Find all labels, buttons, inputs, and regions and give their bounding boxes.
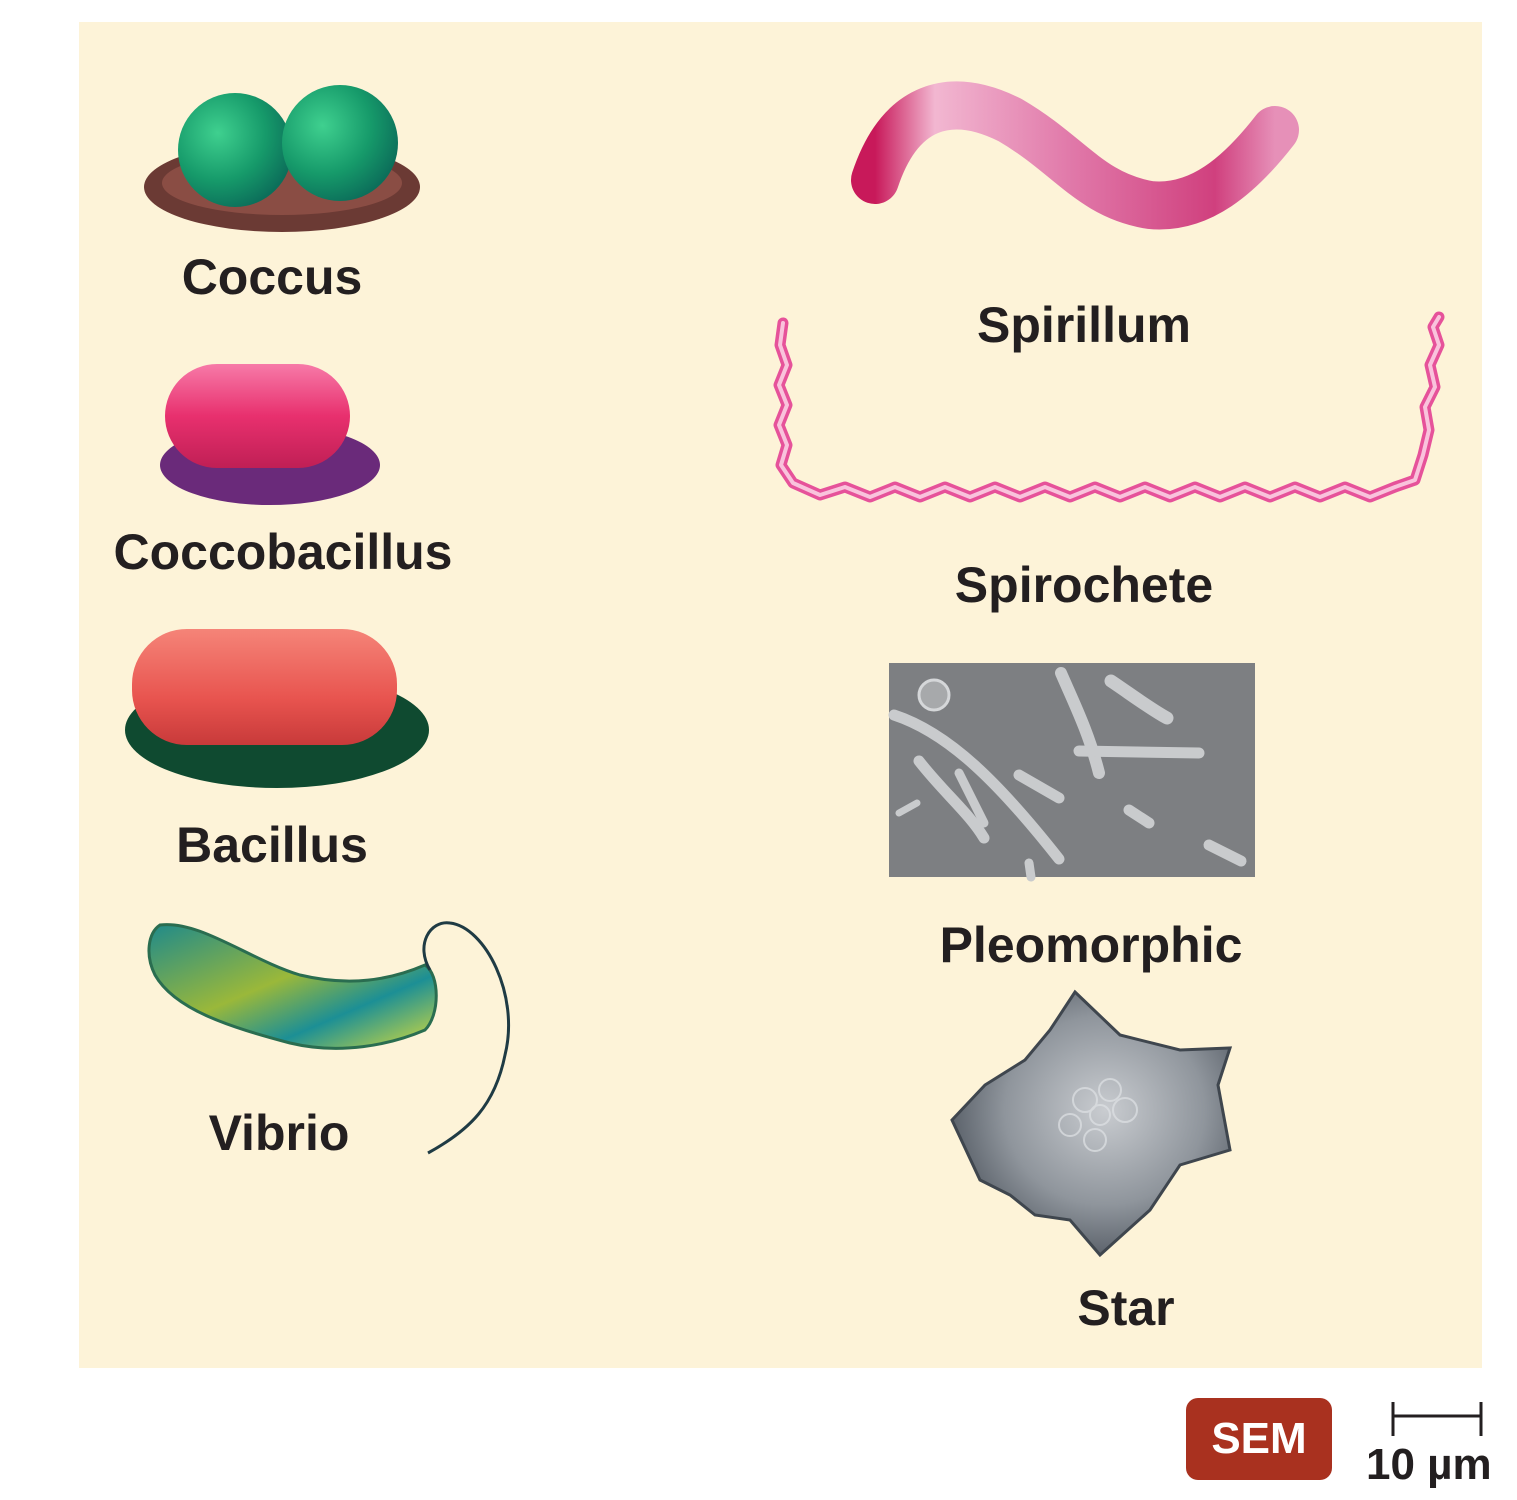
pleomorphic-icon [888,663,1255,882]
vibrio-icon [147,921,511,1155]
coccobacillus-label: Coccobacillus [113,524,453,580]
bacillus-label: Bacillus [176,817,368,873]
spirillum-label: Spirillum [977,297,1191,353]
spirillum-icon [851,81,1299,230]
star-icon [950,989,1233,1258]
star-label: Star [1077,1280,1175,1336]
pleomorphic-label: Pleomorphic [939,917,1243,973]
spirochete-icon [773,311,1445,503]
vibrio-label: Vibrio [208,1105,350,1161]
coccus-icon [144,85,420,232]
spirochete-label: Spirochete [954,557,1214,613]
bacillus-icon [125,629,429,788]
coccus-label: Coccus [181,249,363,305]
sem-badge: SEM [1186,1398,1332,1480]
coccobacillus-icon [160,364,380,505]
scale-bar-icon [1391,1402,1483,1436]
scale-bar-label: 10 µm [1366,1440,1492,1489]
